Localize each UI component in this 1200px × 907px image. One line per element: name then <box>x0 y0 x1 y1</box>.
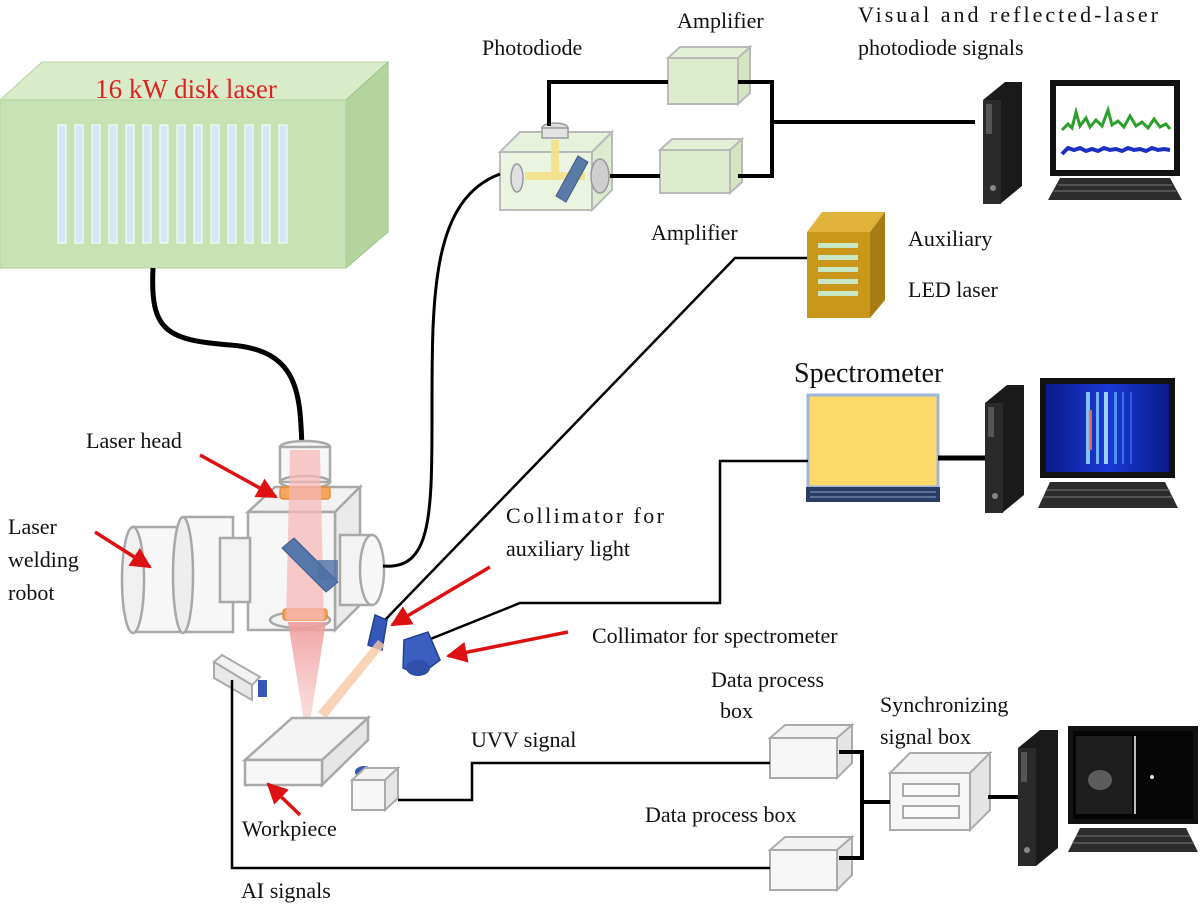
laser-fiber-cable <box>150 267 305 449</box>
photodiode-module <box>497 122 615 213</box>
data-process-box-bottom <box>767 834 855 893</box>
spectrum-lines <box>1086 392 1132 464</box>
label-laser-head: Laser head <box>86 428 182 453</box>
arrow-robot <box>94 530 152 569</box>
label-signals-line1: Visual and reflected-laser <box>858 2 1159 27</box>
side-camera <box>349 765 401 813</box>
label-robot-line1: Laser <box>8 514 58 539</box>
arrow-workpiece <box>266 782 302 817</box>
annotation-arrows <box>94 453 569 817</box>
auxiliary-fiber <box>384 256 807 621</box>
label-data-box-bottom: Data process box <box>645 802 797 827</box>
label-data-box-top-line2: box <box>720 698 753 723</box>
amplifier-bottom <box>657 136 745 196</box>
label-auxiliary-line2: LED laser <box>908 277 998 302</box>
focused-beam <box>288 622 326 722</box>
uvv-signal-wire <box>398 761 770 802</box>
laser-source-label: 16 kW disk laser <box>95 74 277 104</box>
label-amplifier-bottom: Amplifier <box>651 220 738 245</box>
green-signal-trace <box>1060 105 1172 132</box>
label-sync-line1: Synchronizing <box>880 692 1008 717</box>
computer-sync <box>1018 726 1198 866</box>
label-data-box-top-line1: Data process <box>711 667 824 692</box>
arrow-laser-head <box>199 453 278 499</box>
computer-spectrometer <box>985 378 1178 513</box>
beam-splitter-side <box>318 560 338 580</box>
arrow-collimator-aux <box>390 565 491 627</box>
data-process-box-top <box>767 722 855 781</box>
auxiliary-led-laser <box>807 212 885 318</box>
laser-beam <box>286 450 324 620</box>
photodiode-fiber <box>382 172 501 568</box>
label-collimator-aux-line2: auxiliary light <box>506 536 630 561</box>
disk-laser-box: 16 kW disk laser <box>0 60 390 270</box>
laser-vent-slots <box>57 124 288 244</box>
blue-signal-trace <box>1060 145 1171 156</box>
label-spectrometer: Spectrometer <box>794 358 944 389</box>
data-box-wires <box>839 750 1018 860</box>
label-signals-line2: photodiode signals <box>858 35 1024 60</box>
collimator-spectrometer <box>402 631 441 676</box>
arrow-collimator-spec <box>445 630 569 663</box>
spectrometer-fiber <box>427 459 808 642</box>
photodiode-wires <box>547 80 975 178</box>
label-auxiliary-line1: Auxiliary <box>908 226 992 251</box>
welding-robot <box>120 515 252 635</box>
label-robot-line2: welding <box>8 547 79 572</box>
ai-signal-wire <box>230 680 770 870</box>
collimator-auxiliary <box>318 613 388 718</box>
synchronizing-signal-box <box>887 750 993 833</box>
label-ai-signals: AI signals <box>241 878 331 903</box>
label-amplifier-top: Amplifier <box>677 8 764 33</box>
label-uvv-signal: UVV signal <box>471 727 576 752</box>
workpiece <box>241 715 372 788</box>
label-collimator-aux-line1: Collimator for <box>506 503 665 528</box>
spectrometer-device <box>806 393 940 502</box>
top-camera <box>212 653 267 702</box>
label-collimator-spec: Collimator for spectrometer <box>592 623 838 648</box>
label-photodiode: Photodiode <box>482 35 582 60</box>
computer-photodiode <box>983 80 1182 204</box>
amplifier-top <box>665 44 753 107</box>
label-workpiece: Workpiece <box>242 816 337 841</box>
label-sync-line2: signal box <box>880 724 971 749</box>
label-robot-line3: robot <box>8 580 54 605</box>
